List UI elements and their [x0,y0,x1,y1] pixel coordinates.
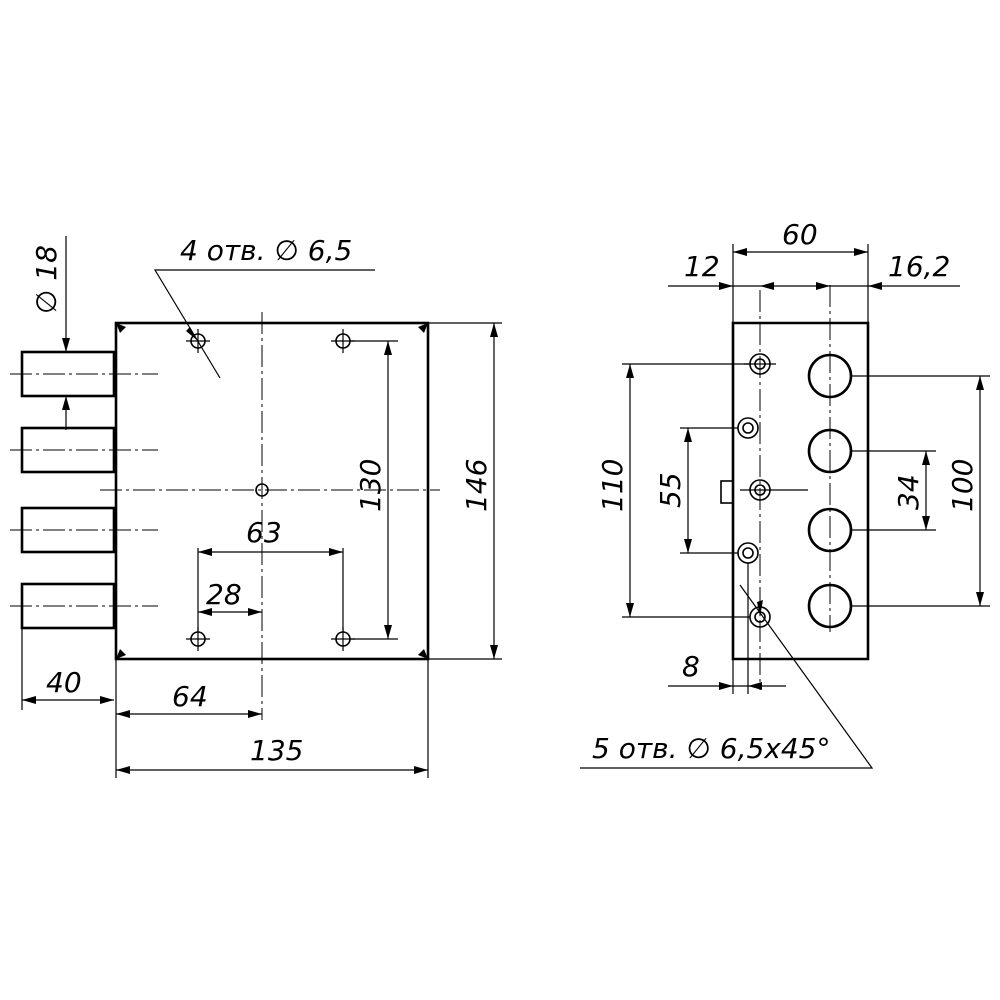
dim-height: 146 [460,459,493,512]
dim-100: 100 [946,459,979,512]
holes-note-right: 5 отв. ∅ 6,5x45° [592,732,830,765]
bolt-pin [20,582,116,630]
dim-pin-diameter: ∅ 18 [30,245,63,314]
bolt-holes [807,285,853,632]
side-mounting-holes [737,353,808,628]
dim-8: 8 [682,650,700,683]
dim-hole-spacing-v: 130 [354,459,387,512]
dim-55: 55 [654,472,687,508]
left-view: 4 отв. ∅ 6,5 ∅ 18 40 64 135 63 [10,234,502,778]
lock-body-side [731,321,870,661]
lock-body-front [114,321,430,661]
bolt-pins [10,350,158,630]
spindle-hole [255,483,269,497]
bolt-pin [20,350,116,398]
dim-34: 34 [892,474,925,510]
bolt-pin [20,506,116,554]
bolt-pin [20,426,116,474]
dim-axis-offset: 64 [172,680,208,713]
right-view: 60 12 16,2 110 55 34 100 [580,218,990,769]
holes-note-left: 4 отв. ∅ 6,5 [180,234,352,267]
dim-width: 135 [250,734,303,767]
dim-top-12: 12 [684,250,720,283]
dim-hole-spacing-h: 63 [246,516,282,549]
dim-110: 110 [596,459,629,512]
dim-pin-length: 40 [46,666,82,699]
dim-top-60: 60 [782,218,818,251]
dim-hole-offset: 28 [206,578,242,611]
dim-top-16-2: 16,2 [888,250,950,283]
